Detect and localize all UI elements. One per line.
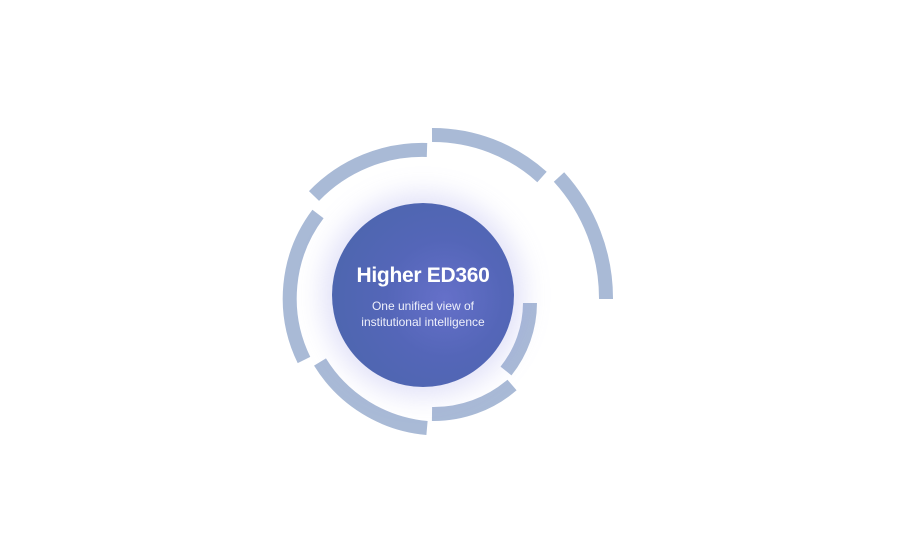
ring-segment-top-right [431,127,547,183]
ring-segment-top-left [308,142,428,201]
ring-segment-right [553,172,614,300]
hub-subtitle-line2: institutional intelligence [361,315,485,329]
ring-segment-left [282,209,324,364]
ring-segment-bottom-right [431,379,517,422]
hub-subtitle-line1: One unified view of [371,299,475,313]
ring-segment-inner-right [500,302,537,376]
hub-title: Higher ED360 [356,264,490,287]
ring-segment-bottom-left [314,358,428,435]
hub-subtitle: One unified view of institutional intell… [361,298,484,330]
hub-circle: Higher ED360 One unified view of institu… [332,203,514,387]
